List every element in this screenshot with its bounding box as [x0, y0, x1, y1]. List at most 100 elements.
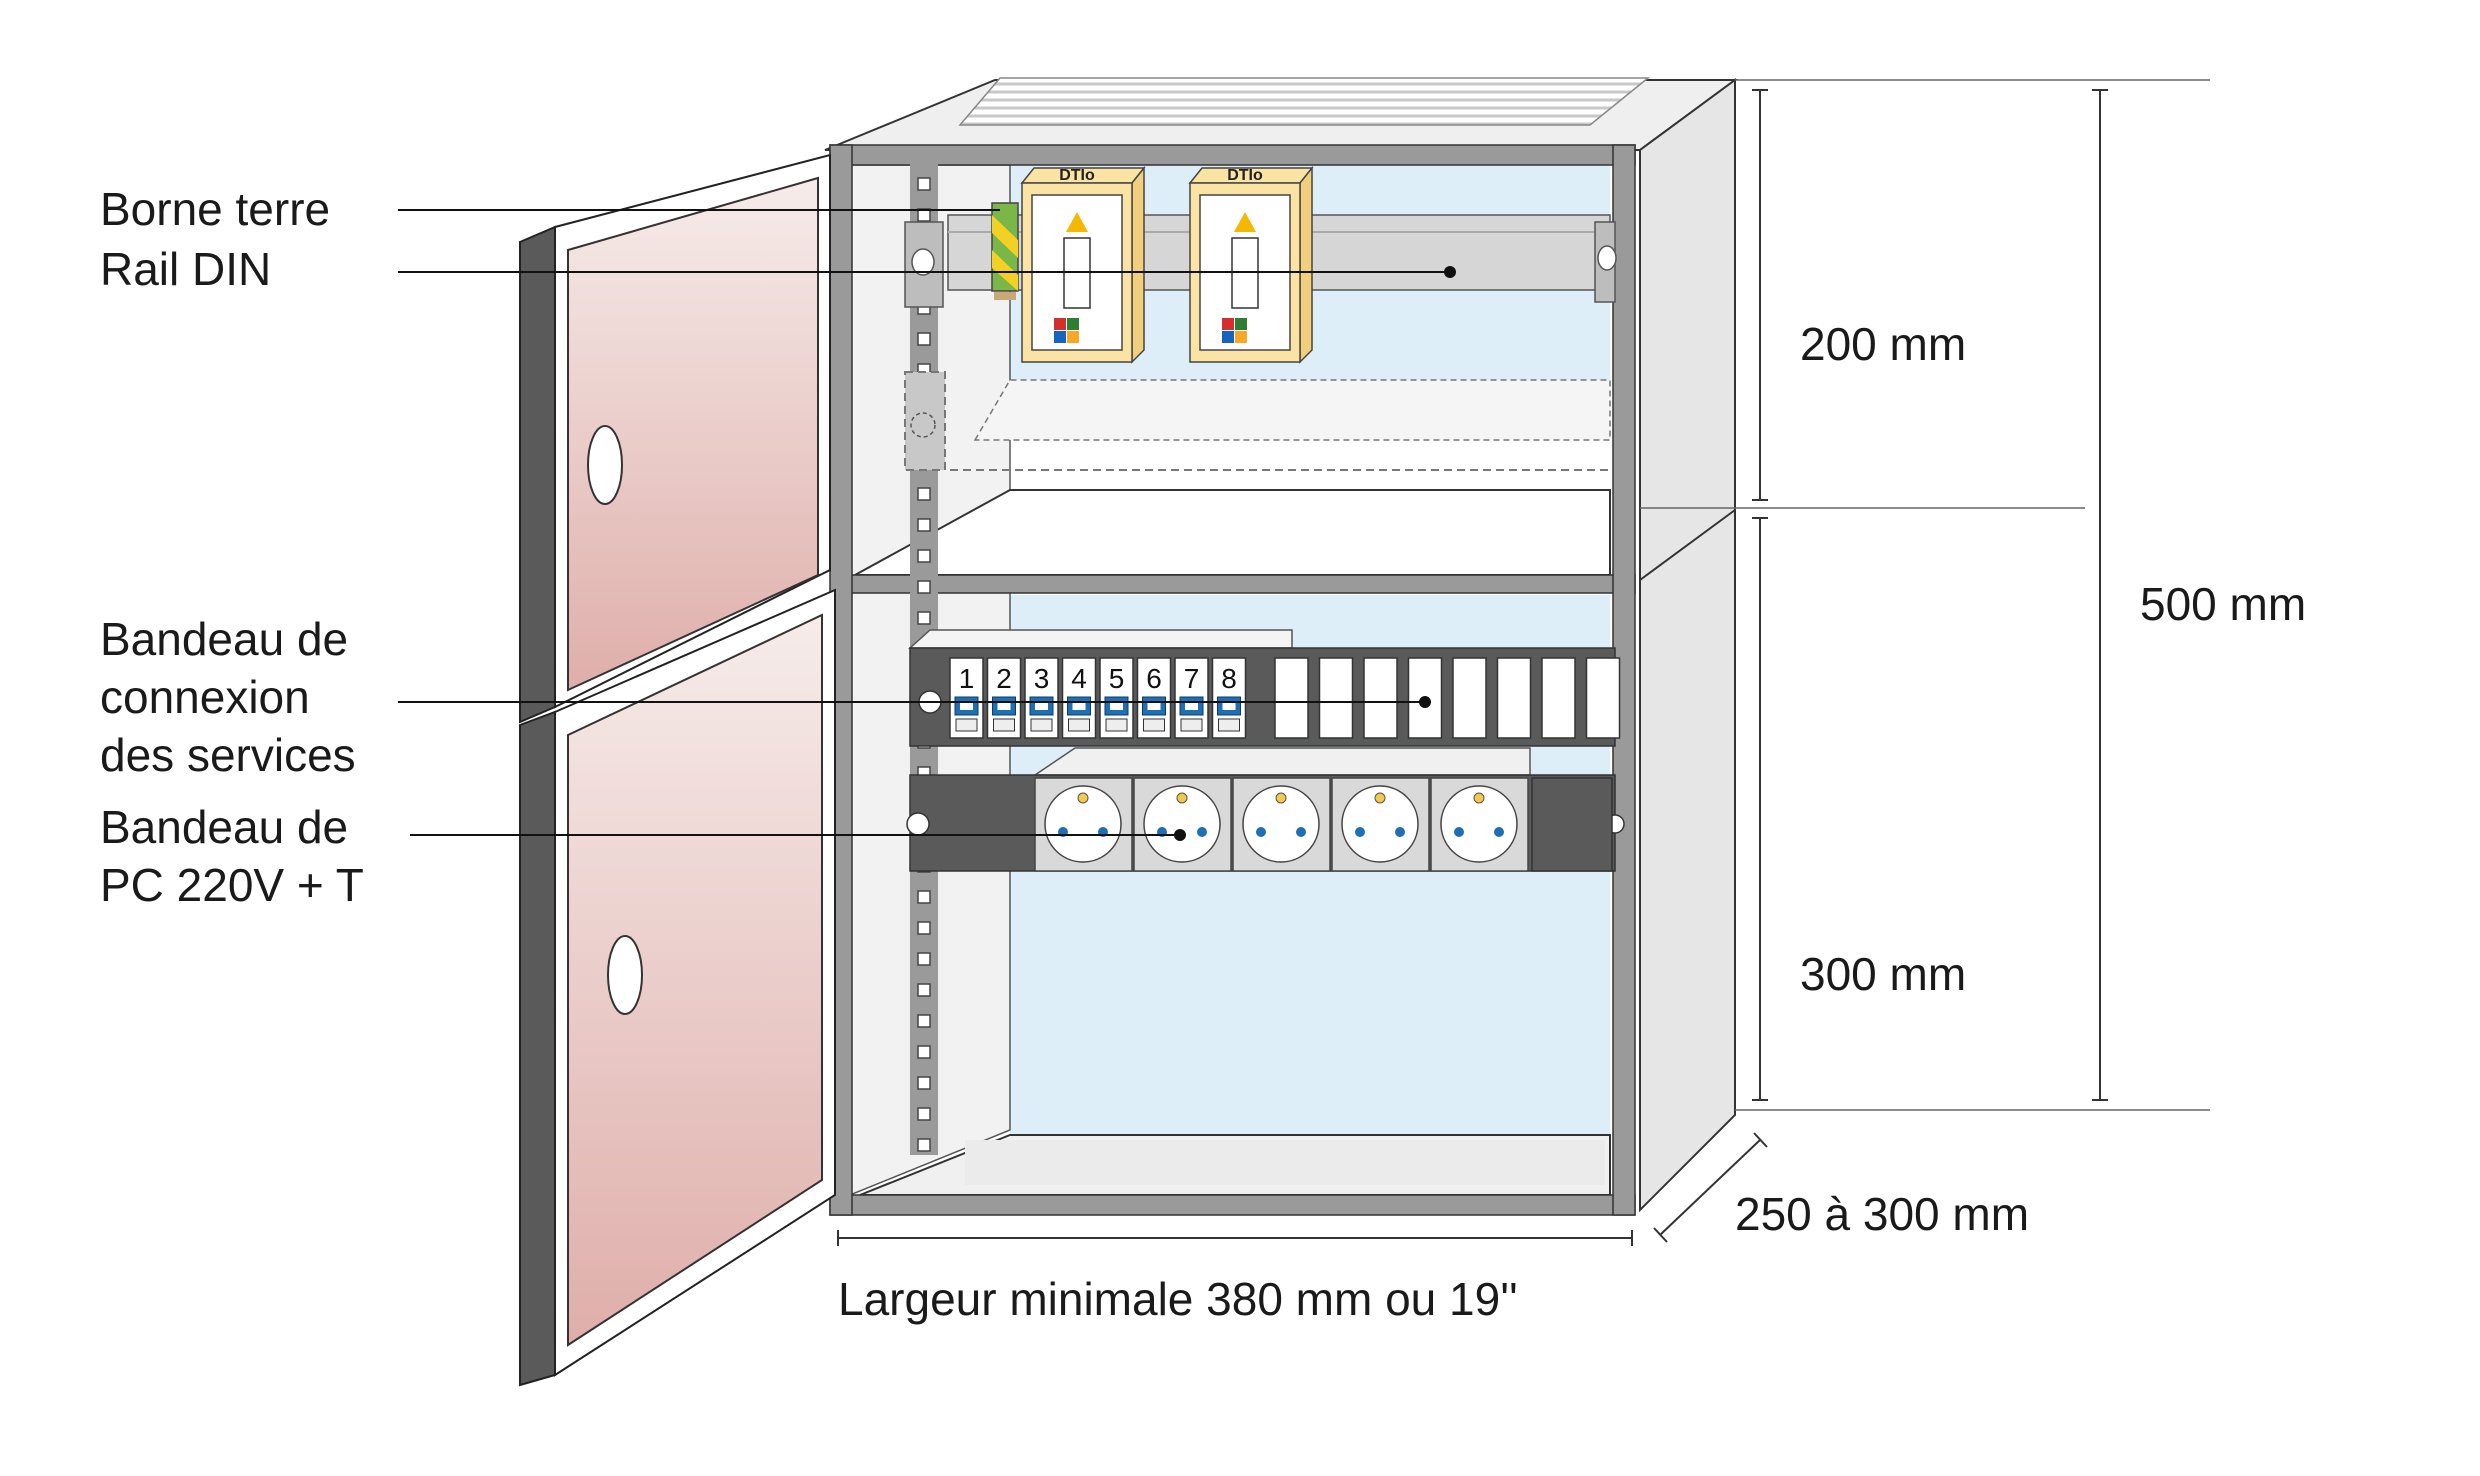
- label-bandeau-pc-line1: Bandeau de: [100, 801, 348, 853]
- rail-hole: [917, 1014, 931, 1028]
- shelf-bottom-plate: [965, 1140, 1605, 1185]
- port-latch: [1143, 718, 1165, 732]
- dim-depth-line: [1659, 1139, 1761, 1236]
- socket-hole-right: [1197, 827, 1207, 837]
- blank-slot: [1452, 657, 1487, 739]
- port-6[interactable]: 6: [1136, 657, 1172, 739]
- socket-hole-right: [1494, 827, 1504, 837]
- port-number: 2: [996, 663, 1012, 694]
- label-bandeau-services-line3: des services: [100, 729, 356, 781]
- dim-depth-tick-a: [1653, 1227, 1668, 1243]
- front-frame-top: [829, 144, 1636, 166]
- lower-door[interactable]: [519, 588, 836, 1387]
- port-2[interactable]: 2: [986, 657, 1022, 739]
- power-strip-endcap: [1531, 777, 1613, 872]
- port-latch: [993, 718, 1015, 732]
- dimension-lines: [837, 79, 2210, 1246]
- blank-slot: [1496, 657, 1532, 739]
- rj45-jack-slot: [1147, 702, 1161, 710]
- label-bandeau-services-line2: connexion: [100, 671, 310, 723]
- rj45-jack-slot: [1185, 702, 1198, 710]
- rj45-jack-slot: [960, 702, 973, 710]
- power-socket[interactable]: [1133, 777, 1232, 872]
- leader-bandeau-pc-dot: [1174, 829, 1186, 841]
- upper-door[interactable]: [519, 153, 831, 724]
- port-4[interactable]: 4: [1061, 657, 1097, 739]
- label-rail-din: Rail DIN: [100, 243, 271, 295]
- patch-panel-top: [908, 629, 1293, 649]
- power-strip-top: [1032, 747, 1531, 776]
- blank-slot: [1541, 657, 1576, 739]
- dim-label-depth: 250 à 300 mm: [1735, 1188, 2029, 1240]
- port-latch: [1030, 718, 1053, 732]
- power-socket[interactable]: [1232, 777, 1331, 872]
- socket-hole-right: [1296, 827, 1306, 837]
- rail-hole: [917, 1107, 931, 1121]
- din-module-led: [1222, 331, 1234, 343]
- socket-face: [1242, 785, 1320, 863]
- port-number: 4: [1071, 663, 1087, 694]
- power-socket[interactable]: [1430, 777, 1529, 872]
- rail-hole: [917, 921, 931, 935]
- socket-hole-right: [1395, 827, 1405, 837]
- rail-hole: [917, 1076, 931, 1090]
- rail-hole: [917, 1045, 931, 1059]
- din-support-bracket: [904, 371, 946, 471]
- din-bracket-right-hole: [1597, 245, 1617, 271]
- leader-bandeau-services-dot: [1419, 696, 1431, 708]
- din-module-brand: DTIo: [1227, 167, 1263, 184]
- socket-face: [1341, 785, 1419, 863]
- rail-hole: [917, 1138, 931, 1152]
- leader-rail-din-dot: [1444, 266, 1456, 278]
- rj45-jack-slot: [1222, 702, 1236, 710]
- din-module: DTIo: [1188, 165, 1314, 364]
- socket-hole-left: [1454, 827, 1464, 837]
- port-1[interactable]: 1: [949, 657, 984, 739]
- earth-pin-icon: [1077, 792, 1089, 804]
- socket-face: [1143, 785, 1221, 863]
- power-socket[interactable]: [1331, 777, 1430, 872]
- upper-door-window: [567, 176, 819, 692]
- power-socket[interactable]: [1034, 777, 1133, 872]
- shelf-top-lower: [973, 379, 1611, 441]
- rail-hole: [917, 890, 931, 904]
- upper-door-handle[interactable]: [587, 425, 623, 505]
- patch-panel-blank-slots: [1274, 657, 1621, 739]
- lower-door-edge: [519, 710, 556, 1387]
- din-module-brand: DTIo: [1059, 167, 1095, 184]
- din-support-screw: [910, 412, 936, 438]
- port-latch: [955, 718, 978, 732]
- port-number: 8: [1221, 663, 1237, 694]
- component-labels: Borne terre Rail DIN Bandeau de connexio…: [100, 183, 364, 911]
- dim-label-width: Largeur minimale 380 mm ou 19'': [838, 1273, 1518, 1325]
- port-7[interactable]: 7: [1174, 657, 1209, 739]
- port-latch: [1105, 718, 1128, 732]
- lower-door-handle[interactable]: [607, 935, 643, 1015]
- rail-hole: [917, 549, 931, 563]
- rj45-jack-slot: [1072, 702, 1086, 710]
- din-module-warning-icon: [1234, 212, 1256, 232]
- port-number: 7: [1184, 663, 1200, 694]
- port-8[interactable]: 8: [1211, 657, 1247, 739]
- rj45-jack-slot: [997, 702, 1011, 710]
- rail-hole: [917, 518, 931, 532]
- dim-depth-tick-b: [1753, 1132, 1768, 1148]
- port-5[interactable]: 5: [1099, 657, 1134, 739]
- earth-pin-icon: [1473, 792, 1485, 804]
- power-strip-screw-left: [906, 812, 930, 836]
- din-module-led: [1235, 331, 1247, 343]
- port-number: 5: [1109, 663, 1125, 694]
- port-3[interactable]: 3: [1024, 657, 1059, 739]
- rail-hole: [917, 580, 931, 594]
- dimension-labels: 200 mm 300 mm 500 mm 250 à 300 mm Largeu…: [838, 318, 2306, 1325]
- label-borne-terre: Borne terre: [100, 183, 330, 235]
- din-module-led: [1054, 331, 1066, 343]
- rail-hole: [917, 332, 931, 346]
- blank-slot: [1318, 657, 1354, 739]
- power-sockets: [1034, 777, 1613, 872]
- din-module: DTIo: [1020, 165, 1146, 364]
- socket-face: [1044, 785, 1122, 863]
